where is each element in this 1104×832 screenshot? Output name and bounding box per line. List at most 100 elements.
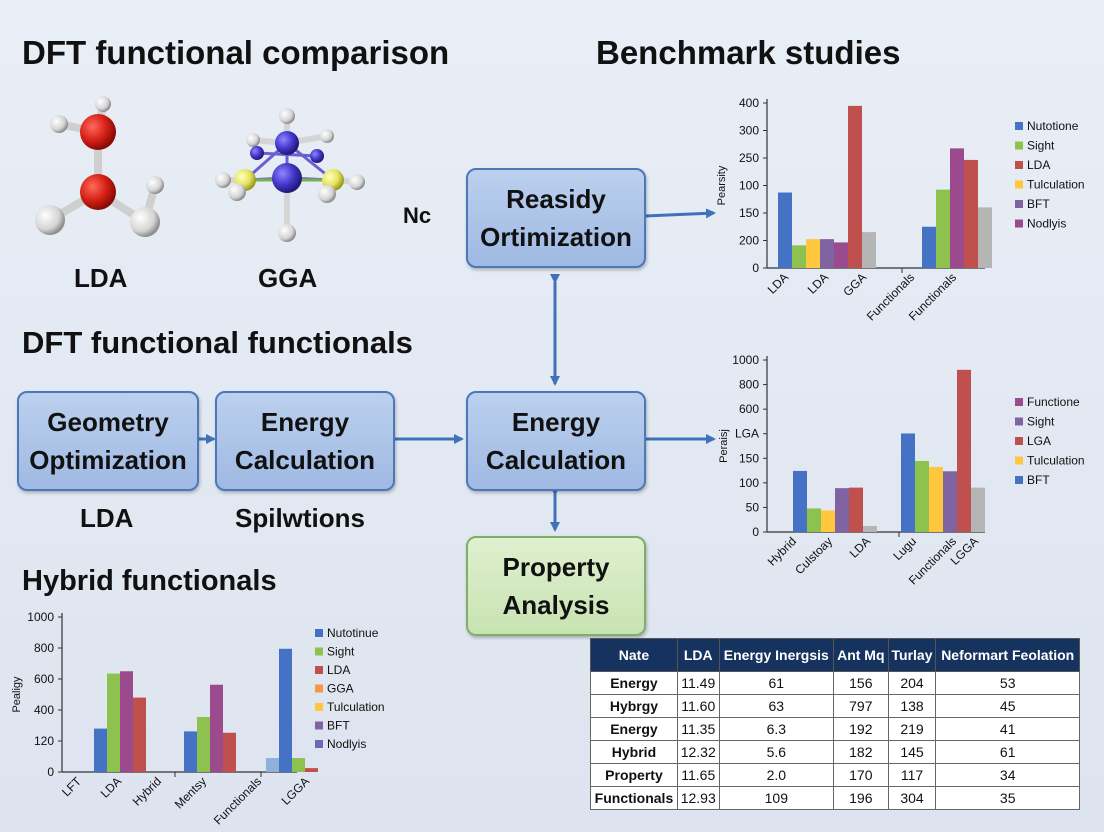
bar: [848, 105, 862, 268]
gga-molecule-label: GGA: [258, 263, 318, 293]
bar: [901, 433, 915, 532]
x-tick-label: LDA: [98, 774, 124, 800]
heading-dft-functional-comparison: DFT functional comparison: [22, 34, 450, 71]
bar: [821, 510, 835, 532]
table-cell: 182: [833, 740, 889, 764]
bar: [266, 758, 279, 772]
table-cell: 192: [833, 717, 889, 741]
bar: [792, 245, 806, 268]
table-cell: 11.49: [676, 671, 720, 695]
table-cell: 219: [887, 717, 937, 741]
y-tick-label: 150: [739, 451, 759, 465]
bar: [184, 731, 197, 772]
bar: [929, 466, 943, 532]
table-row-header: Hybrid: [590, 740, 678, 764]
bar: [793, 470, 807, 532]
legend-swatch: [1015, 200, 1023, 208]
energy-calculation-box-left: Energy Calculation: [215, 391, 395, 491]
y-tick-label: 0: [752, 525, 759, 539]
bar: [978, 207, 992, 268]
y-tick-label: 300: [739, 124, 759, 138]
table-cell: 63: [718, 694, 835, 718]
legend-label: BFT: [1027, 197, 1050, 211]
bar: [820, 239, 834, 268]
bar: [957, 369, 971, 532]
x-tick-label: LDA: [765, 270, 791, 296]
legend-swatch: [1015, 437, 1023, 445]
legend-swatch: [1015, 161, 1023, 169]
bar: [305, 768, 318, 772]
table-cell: 2.0: [718, 763, 835, 787]
table-column-header: Turlay: [887, 638, 937, 672]
bar: [279, 648, 292, 772]
property-line2: Analysis: [502, 590, 610, 620]
table-cell: 145: [887, 740, 937, 764]
legend-swatch: [1015, 219, 1023, 228]
x-tick-label: GGA: [840, 270, 869, 299]
heading-hybrid-functionals: Hybrid functionals: [22, 565, 277, 597]
table-row-header: Energy: [590, 671, 678, 695]
table-cell: 204: [887, 671, 937, 695]
bar: [943, 471, 957, 532]
bar: [834, 242, 848, 268]
y-tick-label: 100: [739, 179, 759, 193]
y-tick-label: LGA: [735, 427, 759, 441]
table-cell: 12.32: [676, 740, 720, 764]
bar: [197, 716, 210, 772]
bar: [120, 671, 133, 772]
bar: [778, 192, 792, 268]
y-tick-label: 50: [746, 500, 760, 514]
legend-label: Tulculation: [1027, 178, 1085, 192]
y-tick-label: 800: [34, 641, 54, 655]
table-cell: 34: [935, 763, 1080, 787]
nc-label: Nc: [403, 203, 432, 228]
table-cell: 170: [833, 763, 889, 787]
table-cell: 11.60: [676, 694, 720, 718]
x-tick-label: LGGA: [279, 774, 312, 807]
table-cell: 797: [833, 694, 889, 718]
table-cell: 41: [935, 717, 1080, 741]
table-row-header: Property: [590, 763, 678, 787]
x-tick-label: Hybrid: [765, 534, 799, 568]
x-tick-label: LDA: [847, 534, 873, 560]
legend-label: Sight: [1027, 139, 1055, 153]
legend-label: BFT: [327, 719, 350, 733]
table-column-header: LDA: [676, 638, 720, 672]
table-cell: 5.6: [718, 740, 835, 764]
lda-molecule-model: [35, 96, 164, 237]
y-axis-label: Peraisj: [718, 429, 730, 463]
legend-swatch: [315, 647, 323, 656]
table-cell: 156: [833, 671, 889, 695]
heading-dft-functional-functionals: DFT functional functionals: [22, 325, 413, 360]
table-cell: 117: [887, 763, 937, 787]
energy-sub-label: Spilwtions: [235, 503, 365, 533]
legend-swatch: [1015, 122, 1023, 130]
bar: [922, 226, 936, 268]
y-tick-label: 0: [752, 261, 759, 275]
energy-center-line1: Energy: [511, 407, 601, 437]
chart-middle-right: 050100150LGA6008001000PeraisjHybridCulst…: [718, 353, 1085, 588]
y-tick-label: 600: [739, 402, 759, 416]
table-cell: 109: [718, 786, 835, 810]
bar: [936, 189, 950, 268]
bar: [849, 487, 863, 532]
readily-line1: Reasidy: [506, 184, 606, 214]
legend-label: Tulculation: [327, 700, 385, 714]
readily-optimization-box: Reasidy Ortimization: [466, 168, 646, 268]
table-cell: 11.35: [676, 717, 720, 741]
table-column-header: Ant Mq: [833, 638, 889, 672]
legend-label: Nutotinue: [327, 626, 379, 640]
energy-left-line1: Energy: [260, 407, 350, 437]
table-column-header: Nate: [590, 638, 678, 672]
y-axis-label: Pearsity: [716, 165, 728, 205]
y-tick-label: 800: [739, 378, 759, 392]
table-cell: 45: [935, 694, 1080, 718]
